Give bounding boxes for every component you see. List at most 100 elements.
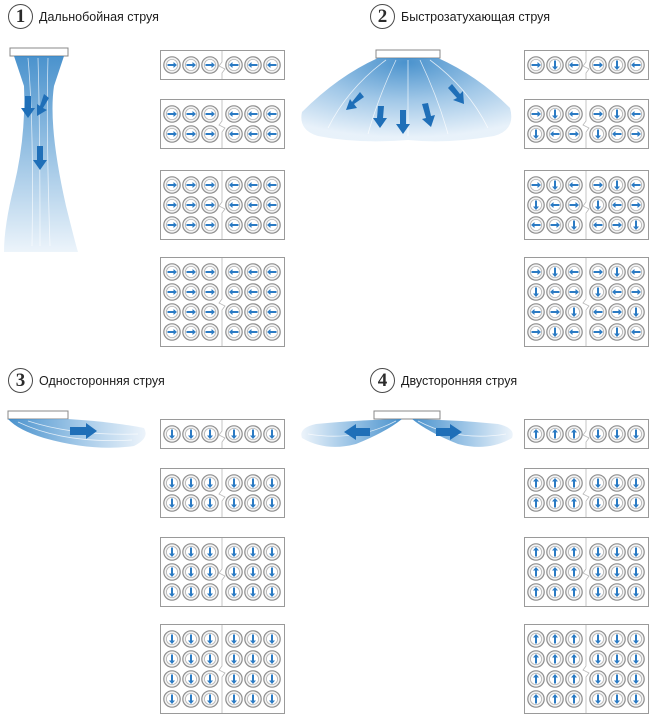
- nozzle-icon: [527, 690, 545, 708]
- nozzle-icon: [225, 216, 243, 234]
- nozzle-icon: [225, 196, 243, 214]
- nozzle-icon: [263, 425, 281, 443]
- nozzle-icon: [244, 105, 262, 123]
- flow-arrow-icon: [21, 94, 49, 170]
- nozzle-icon: [565, 630, 583, 648]
- nozzle-icon: [201, 105, 219, 123]
- nozzle-icon: [589, 690, 607, 708]
- nozzle-icon: [627, 630, 645, 648]
- nozzle-icon: [263, 125, 281, 143]
- nozzle-icon: [527, 630, 545, 648]
- nozzle-icon: [244, 323, 262, 341]
- nozzle-icon: [527, 650, 545, 668]
- nozzle-icon: [163, 323, 181, 341]
- nozzle-icon: [565, 323, 583, 341]
- plate-break-line: [582, 469, 590, 517]
- nozzle-icon: [263, 303, 281, 321]
- nozzle-icon: [244, 303, 262, 321]
- nozzle-icon: [627, 474, 645, 492]
- nozzle-icon: [546, 125, 564, 143]
- nozzle-icon: [608, 303, 626, 321]
- nozzle-icon: [182, 263, 200, 281]
- nozzle-icon: [244, 474, 262, 492]
- nozzle-plate: [524, 537, 649, 607]
- nozzle-icon: [163, 56, 181, 74]
- nozzle-icon: [565, 263, 583, 281]
- nozzle-icon: [546, 216, 564, 234]
- nozzle-icon: [627, 216, 645, 234]
- nozzle-icon: [546, 56, 564, 74]
- nozzle-icon: [163, 105, 181, 123]
- nozzle-icon: [263, 216, 281, 234]
- section-number-badge: 1: [8, 4, 33, 29]
- nozzle-icon: [182, 283, 200, 301]
- nozzle-icon: [244, 583, 262, 601]
- nozzle-icon: [608, 563, 626, 581]
- nozzle-icon: [527, 474, 545, 492]
- nozzle-icon: [201, 563, 219, 581]
- nozzle-icon: [527, 105, 545, 123]
- nozzle-icon: [201, 583, 219, 601]
- nozzle-plate: [160, 624, 285, 714]
- nozzle-icon: [527, 176, 545, 194]
- ceiling-diffuser: [373, 410, 441, 420]
- section-number-badge: 2: [370, 4, 395, 29]
- nozzle-icon: [589, 670, 607, 688]
- nozzle-icon: [244, 670, 262, 688]
- nozzle-icon: [546, 670, 564, 688]
- nozzle-icon: [244, 125, 262, 143]
- nozzle-plate: [524, 257, 649, 347]
- section-1-header: 1 Дальнобойная струя: [8, 4, 159, 29]
- nozzle-plate: [160, 170, 285, 240]
- section-title: Быстрозатухающая струя: [401, 9, 551, 24]
- nozzle-icon: [163, 474, 181, 492]
- nozzle-plate: [160, 99, 285, 149]
- nozzle-icon: [201, 474, 219, 492]
- nozzle-icon: [263, 105, 281, 123]
- nozzle-icon: [225, 583, 243, 601]
- nozzle-icon: [244, 196, 262, 214]
- nozzle-icon: [589, 583, 607, 601]
- nozzle-icon: [182, 670, 200, 688]
- flow-arrow-icon: [344, 424, 370, 440]
- flow-arrow-icon: [70, 423, 97, 439]
- nozzle-icon: [589, 474, 607, 492]
- nozzle-plate: [524, 624, 649, 714]
- nozzle-icon: [163, 263, 181, 281]
- nozzle-icon: [263, 176, 281, 194]
- nozzle-icon: [546, 690, 564, 708]
- nozzle-icon: [546, 650, 564, 668]
- nozzle-plate: [524, 50, 649, 80]
- nozzle-icon: [244, 216, 262, 234]
- nozzle-icon: [546, 563, 564, 581]
- nozzle-icon: [182, 105, 200, 123]
- nozzle-icon: [201, 176, 219, 194]
- nozzle-icon: [589, 263, 607, 281]
- nozzle-icon: [608, 283, 626, 301]
- nozzle-icon: [182, 425, 200, 443]
- nozzle-icon: [225, 56, 243, 74]
- nozzle-icon: [201, 494, 219, 512]
- nozzle-plate: [524, 99, 649, 149]
- nozzle-icon: [608, 583, 626, 601]
- nozzle-icon: [608, 494, 626, 512]
- nozzle-icon: [565, 583, 583, 601]
- nozzle-icon: [565, 216, 583, 234]
- nozzle-icon: [627, 494, 645, 512]
- nozzle-icon: [589, 323, 607, 341]
- plate-break-line: [218, 171, 226, 239]
- nozzle-icon: [589, 630, 607, 648]
- nozzle-icon: [527, 56, 545, 74]
- nozzle-icon: [527, 196, 545, 214]
- nozzle-icon: [263, 196, 281, 214]
- nozzle-icon: [589, 125, 607, 143]
- nozzle-icon: [608, 125, 626, 143]
- nozzle-icon: [527, 670, 545, 688]
- nozzle-plate: [160, 537, 285, 607]
- nozzle-icon: [225, 650, 243, 668]
- nozzle-icon: [182, 196, 200, 214]
- nozzle-icon: [225, 690, 243, 708]
- nozzle-icon: [546, 196, 564, 214]
- two-sided-jet-diagram: [301, 410, 513, 447]
- nozzle-icon: [546, 494, 564, 512]
